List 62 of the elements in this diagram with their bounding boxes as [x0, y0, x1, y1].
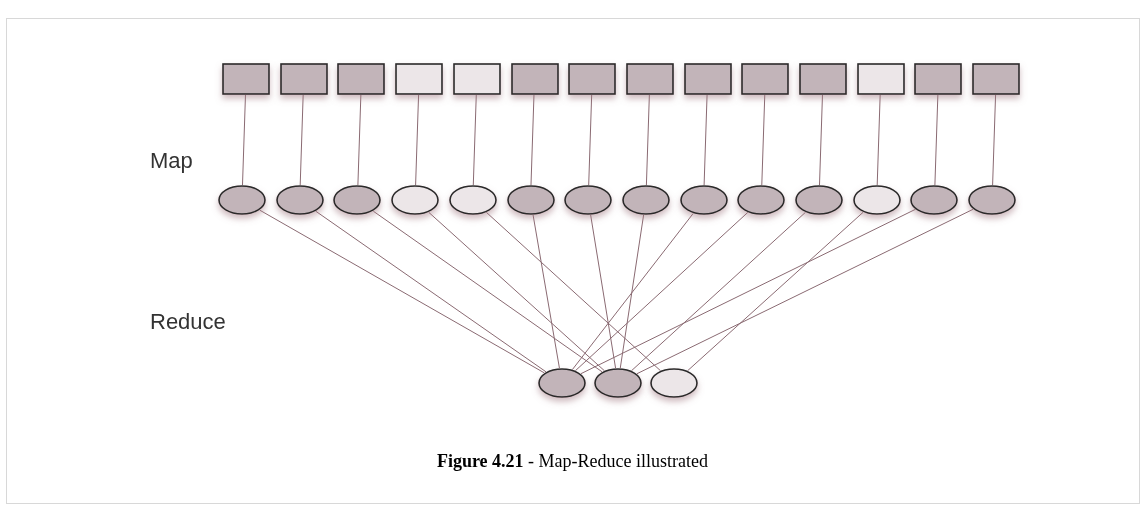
map-input-box	[799, 63, 847, 95]
connector-line	[259, 209, 545, 374]
map-task-ellipse	[910, 185, 959, 215]
connector-line	[372, 210, 603, 373]
connector-line	[934, 94, 939, 186]
map-task-ellipse	[564, 185, 613, 215]
figure-caption: Figure 4.21 - Map-Reduce illustrated	[435, 450, 710, 473]
connector-line	[761, 94, 766, 186]
connector-line	[315, 210, 547, 373]
map-task-ellipse	[679, 185, 728, 215]
map-task-ellipse	[621, 185, 670, 215]
connector-line	[242, 94, 246, 186]
connector-line	[687, 211, 864, 372]
connector-line	[485, 211, 661, 372]
connector-line	[588, 94, 593, 186]
map-task-ellipse	[968, 185, 1017, 215]
connector-line	[299, 94, 304, 186]
map-input-box	[337, 63, 386, 95]
connector-line	[580, 208, 917, 375]
connector-line	[357, 94, 362, 186]
reduce-task-ellipse	[650, 368, 698, 398]
connector-line	[992, 94, 997, 186]
map-task-ellipse	[795, 185, 843, 215]
connector-line	[619, 214, 645, 369]
map-input-box	[452, 63, 501, 95]
map-input-box	[510, 63, 559, 95]
stage-label: Reduce	[150, 308, 226, 336]
map-task-ellipse	[448, 185, 497, 215]
connector-line	[636, 208, 974, 375]
connector-line	[428, 211, 605, 372]
map-input-box	[972, 63, 1021, 95]
map-input-box	[568, 63, 617, 95]
map-input-box	[625, 63, 674, 95]
connector-line	[703, 94, 708, 186]
connector-line	[472, 94, 477, 186]
stage-label: Map	[150, 147, 193, 175]
connector-line	[532, 214, 560, 369]
map-task-ellipse	[506, 185, 555, 215]
map-task-ellipse	[275, 185, 324, 215]
map-input-box	[683, 63, 732, 95]
map-task-ellipse	[218, 185, 266, 215]
connector-line	[819, 94, 823, 186]
map-input-box	[914, 63, 963, 95]
map-input-box	[741, 63, 790, 95]
map-task-ellipse	[737, 185, 786, 215]
connector-line	[876, 94, 881, 186]
map-input-box	[856, 63, 905, 95]
connector-line	[415, 94, 420, 186]
connector-line	[575, 211, 749, 372]
reduce-task-ellipse	[538, 368, 586, 398]
map-input-box	[279, 63, 328, 95]
connector-line	[530, 94, 535, 186]
connector-line	[571, 213, 694, 370]
map-input-box	[395, 63, 444, 95]
map-task-ellipse	[852, 185, 901, 215]
connector-line	[645, 94, 650, 186]
map-task-ellipse	[333, 185, 382, 215]
reduce-task-ellipse	[594, 368, 642, 398]
map-input-box	[222, 63, 270, 95]
map-task-ellipse	[391, 185, 440, 215]
connector-line	[590, 214, 617, 369]
connector-line	[631, 211, 806, 372]
